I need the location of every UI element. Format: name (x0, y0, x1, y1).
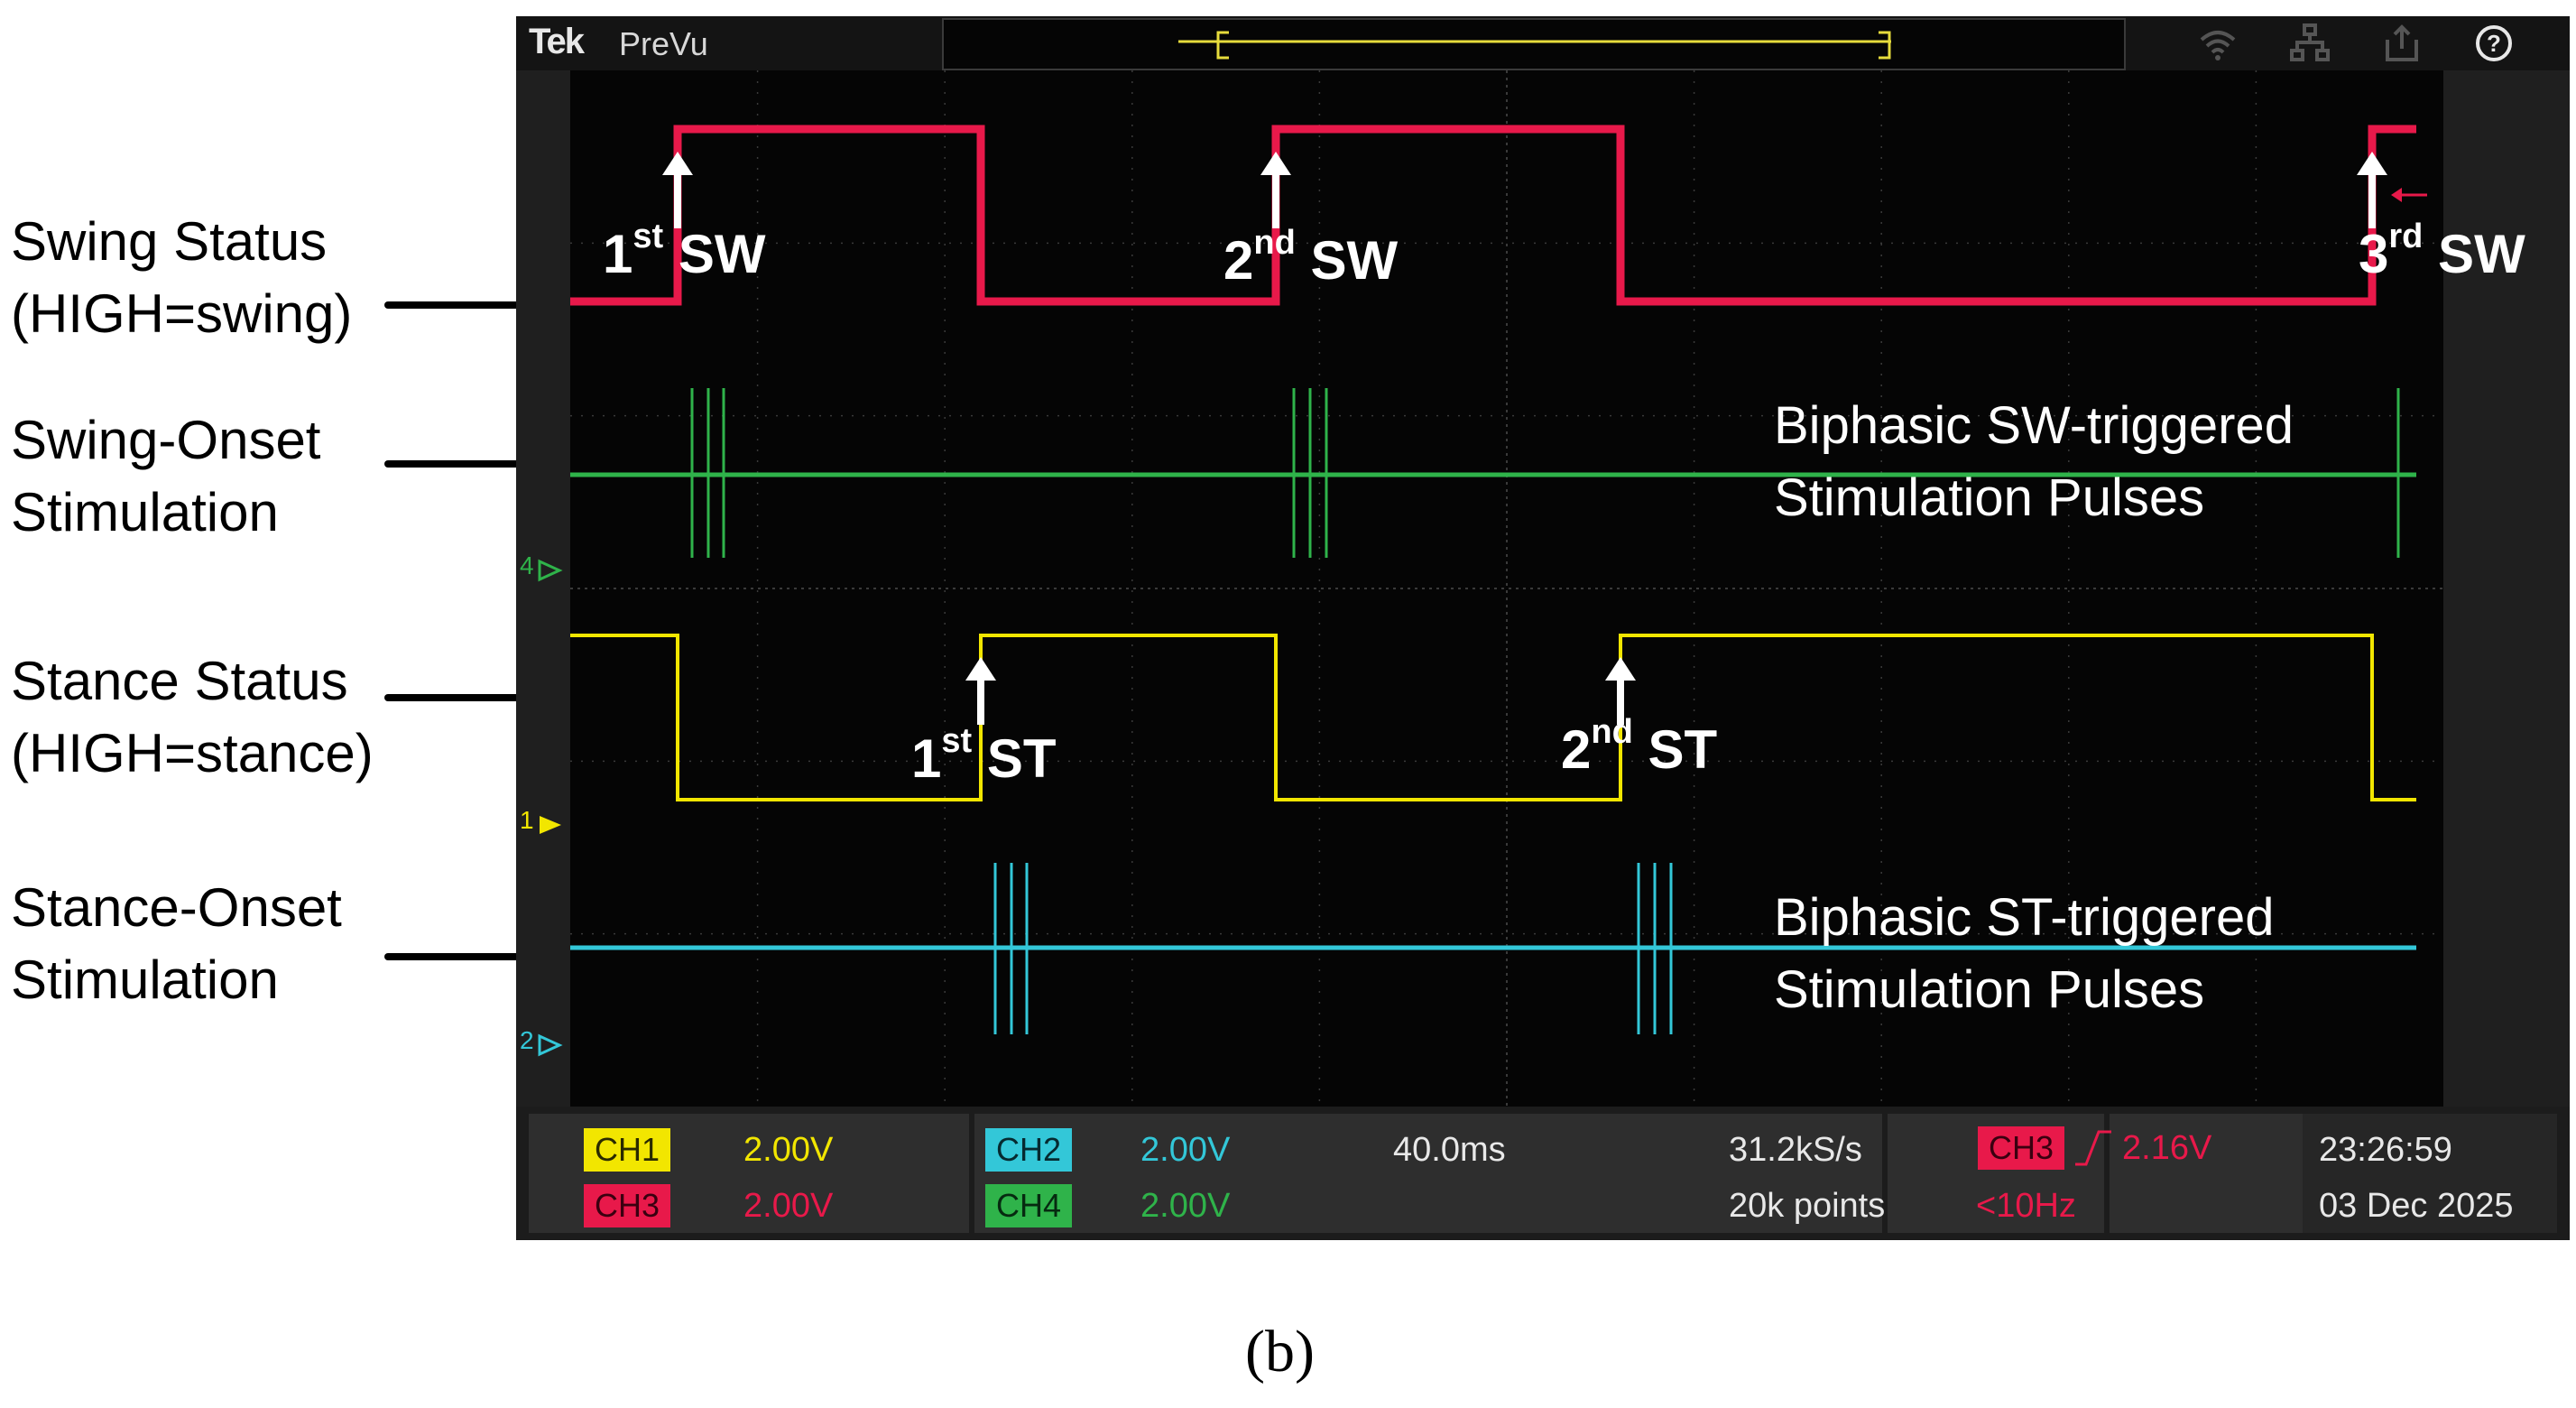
clock-date: 03 Dec 2025 (2319, 1187, 2514, 1225)
ch1-marker-icon (540, 816, 561, 834)
oscilloscope-screen: Tek PreVu ? (516, 16, 2570, 1240)
stance-onset-label: Stance-Onset Stimulation (11, 877, 342, 1010)
waveform-plot (570, 70, 2443, 1107)
trigger-source-badge[interactable]: CH3 (1978, 1126, 2065, 1170)
third-swing-label: 3rd SW (2359, 218, 2525, 284)
rising-edge-icon (2075, 1130, 2111, 1166)
st1-arrow-head (965, 657, 996, 681)
network-icon[interactable] (2288, 22, 2331, 65)
waveform-graticule[interactable] (570, 70, 2443, 1107)
figure-caption: (b) (1245, 1319, 1315, 1385)
stance-status-label: Stance Status (HIGH=stance) (11, 651, 374, 783)
prevu-status: PreVu (619, 25, 708, 62)
ch1-stance-status-trace (570, 634, 2416, 801)
st2-arrow-head (1605, 657, 1636, 681)
timebase: 40.0ms (1393, 1131, 1506, 1169)
second-swing-label: 2nd SW (1223, 224, 1399, 291)
ch2-scale: 2.00V (1140, 1131, 1231, 1169)
ch4-scale: 2.00V (1140, 1187, 1231, 1225)
first-stance-label: 1st ST (911, 722, 1057, 789)
sw3-arrow-head (2357, 152, 2387, 175)
top-bar: Tek PreVu ? (516, 16, 2570, 70)
help-icon[interactable]: ? (2472, 22, 2516, 65)
sw-pulses-label: Biphasic SW-triggered Stimulation Pulses (1774, 396, 2294, 527)
sw2-arrow-head (1260, 152, 1291, 175)
swing-status-label: Swing Status (HIGH=swing) (11, 211, 353, 344)
ch3-swing-status-trace (570, 125, 2416, 306)
second-stance-label: 2nd ST (1561, 713, 1718, 780)
wifi-icon[interactable] (2196, 22, 2239, 65)
ch4-marker-label: 4 (520, 551, 534, 579)
ch2-marker-icon (538, 1033, 563, 1057)
ch4-badge[interactable]: CH4 (985, 1184, 1073, 1227)
swing-onset-label: Swing-Onset Stimulation (11, 410, 321, 542)
svg-text:?: ? (2487, 30, 2501, 57)
ch2-marker-label: 2 (520, 1026, 534, 1054)
tek-logo: Tek (529, 22, 585, 61)
trigger-level: 2.16V (2122, 1129, 2212, 1167)
ch3-badge[interactable]: CH3 (584, 1184, 671, 1227)
channel-markers: 4 1 2 (520, 551, 563, 1057)
trigger-level-marker-head (2391, 188, 2402, 202)
datetime-panel (2303, 1114, 2557, 1233)
ch2-badge[interactable]: CH2 (985, 1128, 1073, 1172)
ch1-marker-label: 1 (520, 806, 534, 834)
export-icon[interactable] (2380, 22, 2424, 65)
ch1-badge[interactable]: CH1 (584, 1128, 671, 1172)
first-swing-label: 1st SW (603, 218, 766, 284)
ch3-scale: 2.00V (743, 1187, 834, 1225)
st-pulses-label: Biphasic ST-triggered Stimulation Pulses (1774, 888, 2275, 1019)
horizontal-panel[interactable] (1366, 1114, 1882, 1233)
sw1-arrow-head (662, 152, 693, 175)
sample-rate: 31.2kS/s (1729, 1131, 1862, 1169)
ch4-marker-icon (538, 559, 563, 582)
trigger-frequency: <10Hz (1976, 1187, 2076, 1225)
bottom-settings-bar: CH1 2.00V CH2 2.00V CH3 2.00V CH4 2.00V … (516, 1107, 2570, 1240)
record-length: 20k points (1729, 1187, 1886, 1225)
clock-time: 23:26:59 (2319, 1131, 2452, 1169)
record-view[interactable] (942, 18, 2126, 70)
ch1-scale: 2.00V (743, 1131, 834, 1169)
